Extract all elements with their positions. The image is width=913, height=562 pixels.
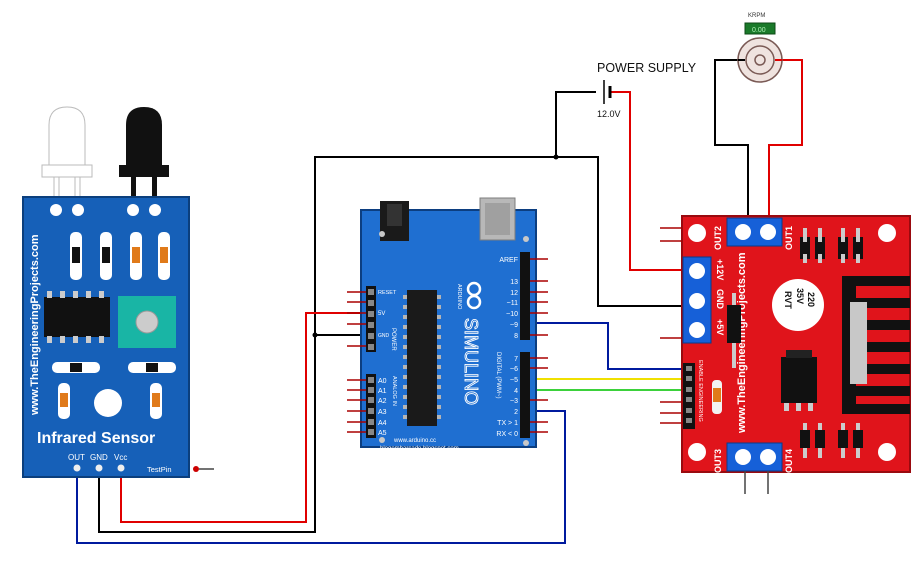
- wire-red-motor[interactable]: [768, 59, 803, 218]
- pin-12: 12: [510, 290, 518, 297]
- wire-black-ps-to-driver-gnd[interactable]: [556, 156, 690, 307]
- arduino-logo-icon: [466, 281, 482, 310]
- indicator-led-icon: [94, 389, 122, 417]
- ir-receiver-black-icon: [119, 107, 169, 205]
- junction-dot: [553, 154, 559, 160]
- wire-red-sensor-vcc[interactable]: [120, 312, 366, 523]
- motor-rpm-value: 0.00: [752, 27, 766, 34]
- pin-5v: 5V: [378, 311, 385, 317]
- ir-sensor-module[interactable]: www.TheEngineeringProjects.com Infrared …: [22, 106, 214, 478]
- out4-label: OUT4: [784, 449, 794, 473]
- cap-220: 220: [806, 292, 816, 307]
- motor-label: KRPM: [748, 13, 765, 19]
- pin-6: ~6: [510, 366, 518, 373]
- motor-driver-l298[interactable]: OUT2 OUT1 OUT3 OUT4 +12V GND +5V ENABLE …: [660, 215, 911, 494]
- power-supply[interactable]: POWER SUPPLY 12.0V: [597, 61, 697, 119]
- driver-side-text: ENABLE ENGINEERING: [697, 360, 703, 422]
- pin-4: 4: [514, 388, 518, 395]
- pin-gnd: GND: [378, 333, 390, 339]
- analog-label: ANALOG IN: [391, 376, 397, 406]
- comparator-chip-icon: [44, 291, 110, 343]
- pin-aref: AREF: [499, 257, 518, 264]
- label-12v: +12V: [715, 259, 725, 280]
- label-5v: +5V: [715, 319, 725, 335]
- pin-11: ~11: [507, 300, 518, 307]
- label-gnd: GND: [715, 289, 725, 310]
- pin-10: ~10: [506, 311, 518, 318]
- out3-label: OUT3: [713, 449, 723, 473]
- out2-label: OUT2: [713, 226, 723, 250]
- ir-pin-vcc-label: Vcc: [114, 453, 127, 462]
- dc-motor[interactable]: KRPM 0.00: [737, 13, 783, 83]
- wire-black-sensor-gnd[interactable]: [98, 91, 596, 533]
- pin-a1: A1: [378, 388, 387, 395]
- diodes-bottom: [800, 423, 863, 458]
- arduino-blog: blogembarcado.blogspot.com: [380, 446, 459, 452]
- power-label: POWER: [390, 328, 396, 351]
- ir-test-pin-label: TestPin: [147, 465, 172, 474]
- potentiometer-icon[interactable]: [118, 296, 176, 348]
- pin-a2: A2: [378, 398, 387, 405]
- pin-5: ~5: [510, 377, 518, 384]
- motor-shaft: [754, 54, 766, 66]
- arduino-pcb: [360, 209, 537, 448]
- wires: [76, 59, 803, 544]
- pin-a0: A0: [378, 378, 387, 385]
- power-supply-voltage: 12.0V: [597, 109, 621, 119]
- diodes-top: [800, 228, 863, 263]
- pin-tx1: TX > 1: [497, 420, 518, 427]
- pin-a4: A4: [378, 420, 387, 427]
- ir-led-white-icon: [41, 106, 93, 206]
- power-supply-label: POWER SUPPLY: [597, 61, 697, 75]
- motor-rpm-display: [744, 22, 776, 35]
- pin-13: 13: [510, 279, 518, 286]
- cap-rvt: RVT: [783, 291, 793, 309]
- pin-a3: A3: [378, 409, 387, 416]
- pin-7: 7: [514, 356, 518, 363]
- pin-rx0: RX < 0: [496, 431, 518, 438]
- pin-9: ~9: [510, 322, 518, 329]
- pin-3: ~3: [510, 398, 518, 405]
- driver-website: www.TheEngineeringProjects.com: [736, 252, 748, 434]
- junction-dot: [312, 332, 318, 338]
- arduino-board[interactable]: RESET 5V GND POWER A0 A1 A2 A3 A4 A5 ANA…: [347, 197, 548, 452]
- wire-blue-sensor-out[interactable]: [76, 410, 566, 544]
- capacitor-icon: [772, 279, 824, 331]
- pin-a5: A5: [378, 430, 387, 437]
- voltage-regulator-icon: [781, 350, 817, 411]
- atmega-chip-icon: [407, 290, 437, 426]
- pin-reset: RESET: [378, 290, 397, 296]
- ir-sensor-title: Infrared Sensor: [37, 430, 155, 447]
- digital-label: DIGITAL (PWM~): [495, 352, 501, 399]
- ir-sensor-website: www.TheEngineeringProjects.com: [29, 234, 41, 416]
- pin-8: 8: [514, 333, 518, 340]
- out1-label: OUT1: [784, 226, 794, 250]
- arduino-brand-sub: ARDUINO: [456, 284, 462, 310]
- arduino-brand: SIMULINO: [461, 318, 481, 405]
- ir-pin-out-label: OUT: [68, 453, 85, 462]
- resistors-top: [70, 232, 170, 280]
- wire-black-motor[interactable]: [714, 59, 749, 218]
- wire-red-ps-to-12v[interactable]: [610, 91, 690, 271]
- heatsink-icon: [842, 276, 910, 414]
- motor-inner-ring: [745, 45, 775, 75]
- ir-pin-gnd-label: GND: [90, 453, 108, 462]
- wire-blue-pin9[interactable]: [530, 322, 690, 370]
- arduino-website: www.arduino.cc: [393, 438, 436, 444]
- pin-2: 2: [514, 409, 518, 416]
- cap-35v: 35V: [795, 288, 805, 304]
